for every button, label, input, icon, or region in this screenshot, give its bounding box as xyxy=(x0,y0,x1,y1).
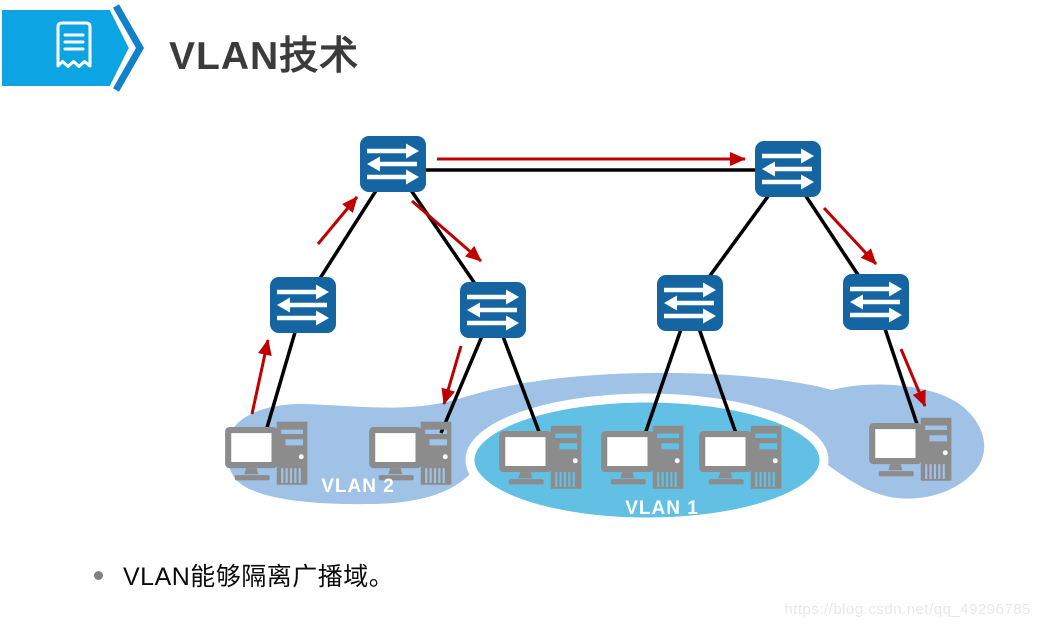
bullet-row: VLAN能够隔离广播域。 xyxy=(94,557,394,593)
bullet-text: VLAN能够隔离广播域。 xyxy=(123,563,395,591)
watermark: https://blog.csdn.net/qq_49296785 xyxy=(784,601,1031,618)
bullet-marker xyxy=(94,570,103,580)
document-icon xyxy=(56,21,92,68)
vlan2-region xyxy=(225,372,985,505)
core-switch-right-icon xyxy=(755,141,821,197)
page-title: VLAN技术 xyxy=(169,35,360,78)
core-switch-left-icon xyxy=(360,136,426,192)
vlan1-label: VLAN 1 xyxy=(625,498,699,519)
broadcast-arrows xyxy=(250,152,927,415)
header-badge xyxy=(0,4,145,92)
access-switch-3-icon xyxy=(657,275,723,331)
access-switch-2-icon xyxy=(460,282,526,338)
vlan2-label: VLAN 2 xyxy=(321,476,395,497)
access-switch-4-icon xyxy=(843,274,909,330)
access-switch-1-icon xyxy=(270,277,336,333)
chevron-right-icon xyxy=(112,4,145,92)
